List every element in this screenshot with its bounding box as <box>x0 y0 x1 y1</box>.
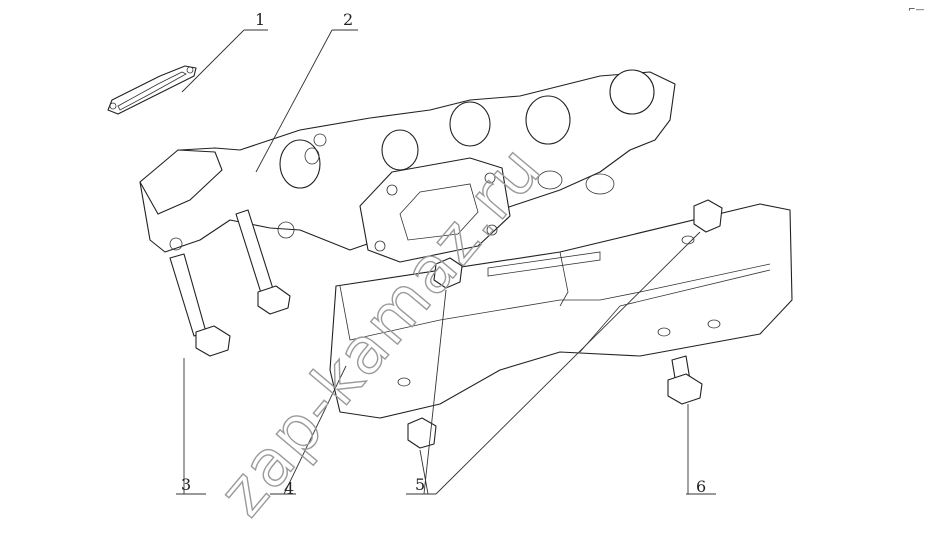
callout-4: 4 <box>284 479 294 498</box>
callout-2: 2 <box>343 10 353 29</box>
callout-3: 3 <box>181 475 191 494</box>
bolt-part-6 <box>667 355 703 405</box>
heat-shield-part-4 <box>329 203 793 419</box>
bolt-part-3b <box>235 209 291 315</box>
callout-6: 6 <box>696 477 706 496</box>
gasket-part-1 <box>107 65 197 115</box>
exhaust-manifold-part-2 <box>139 69 676 263</box>
callout-5: 5 <box>415 475 425 494</box>
bolt-part-3 <box>169 253 231 357</box>
stud-part-5 <box>407 199 723 449</box>
callout-1: 1 <box>255 10 265 29</box>
corner-mark: ⌐— <box>908 5 925 15</box>
leader-lines <box>176 29 716 495</box>
